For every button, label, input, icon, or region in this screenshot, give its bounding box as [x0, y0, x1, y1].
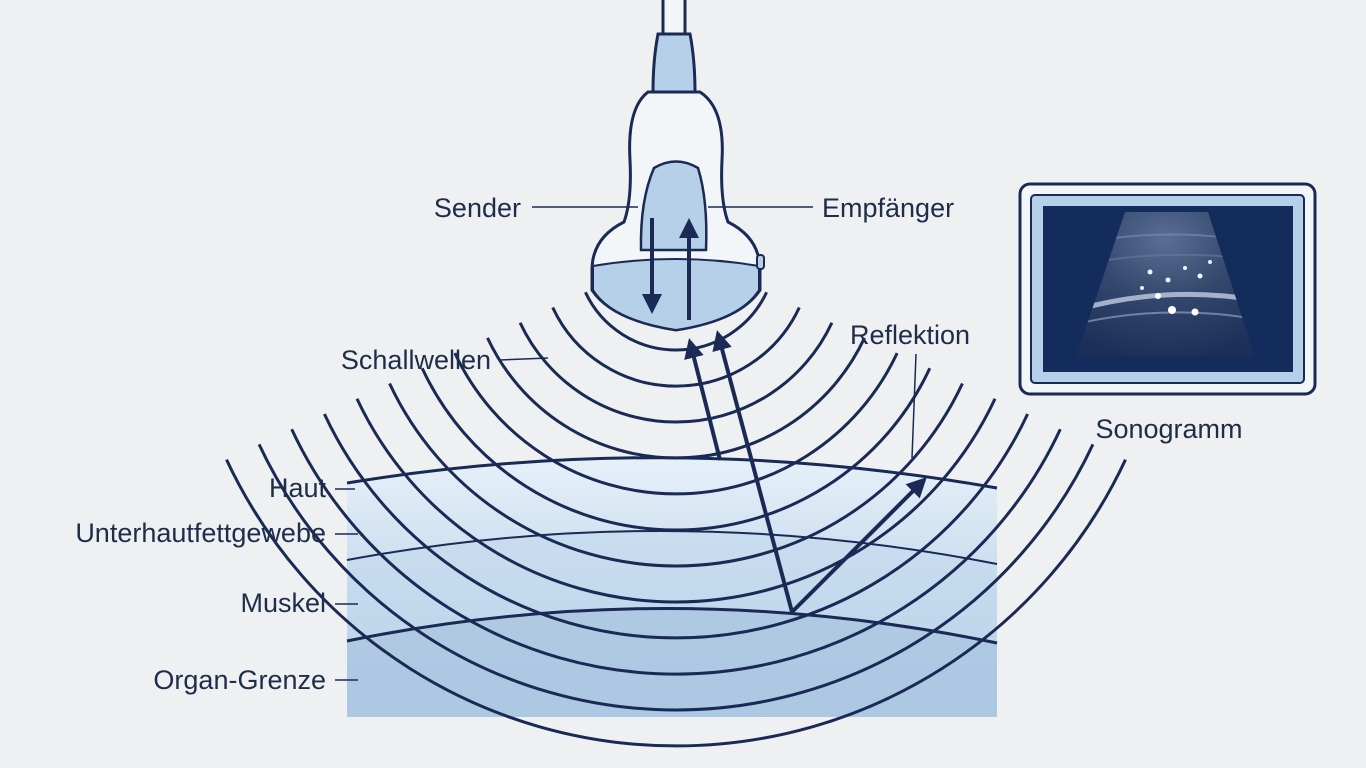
sound-wave-arc — [290, 428, 1062, 676]
sound-wave-arc — [584, 291, 768, 352]
sound-wave-arc — [518, 322, 834, 424]
reflection-label: Reflektion — [850, 320, 970, 350]
reflection-arrow-1 — [684, 338, 722, 461]
organ-boundary-line — [346, 607, 998, 645]
sound-wave-arc — [355, 398, 997, 604]
sound-wave-arc — [257, 443, 1095, 712]
sonogram-monitor — [1018, 182, 1317, 396]
reflection-arrow-2 — [712, 330, 794, 613]
probe-side-button — [756, 254, 765, 270]
probe-cable — [661, 0, 687, 37]
sound-wave-arc — [388, 382, 964, 568]
muscle-label: Muskel — [240, 588, 326, 618]
skin-label: Haut — [269, 473, 327, 503]
ultrasound-probe — [590, 0, 765, 332]
sonogram-label: Sonogramm — [1095, 414, 1242, 444]
sound-waves — [225, 291, 1127, 748]
sound-wave-arc — [420, 367, 932, 532]
subcutaneous-fat-label: Unterhautfettgewebe — [75, 518, 326, 548]
sound-wave-arc — [323, 413, 1029, 640]
probe-neck — [651, 32, 697, 94]
tissue-organ-layer — [347, 608, 997, 717]
sender-label: Sender — [434, 193, 521, 223]
sound-wave-arc — [486, 337, 866, 460]
sound-wave-arc — [453, 352, 899, 496]
leader-lines — [335, 206, 917, 681]
receiver-label: Empfänger — [822, 193, 954, 223]
probe-tip-window — [592, 258, 760, 332]
sound-wave-arc — [551, 306, 801, 388]
tissue-block — [346, 456, 998, 717]
organ-boundary-label: Organ-Grenze — [153, 665, 326, 695]
sound-waves-label: Schallwellen — [341, 345, 491, 375]
reflection-arrows — [684, 330, 927, 614]
reflection-arrow-3 — [790, 477, 927, 614]
sound-wave-arc — [225, 458, 1127, 748]
